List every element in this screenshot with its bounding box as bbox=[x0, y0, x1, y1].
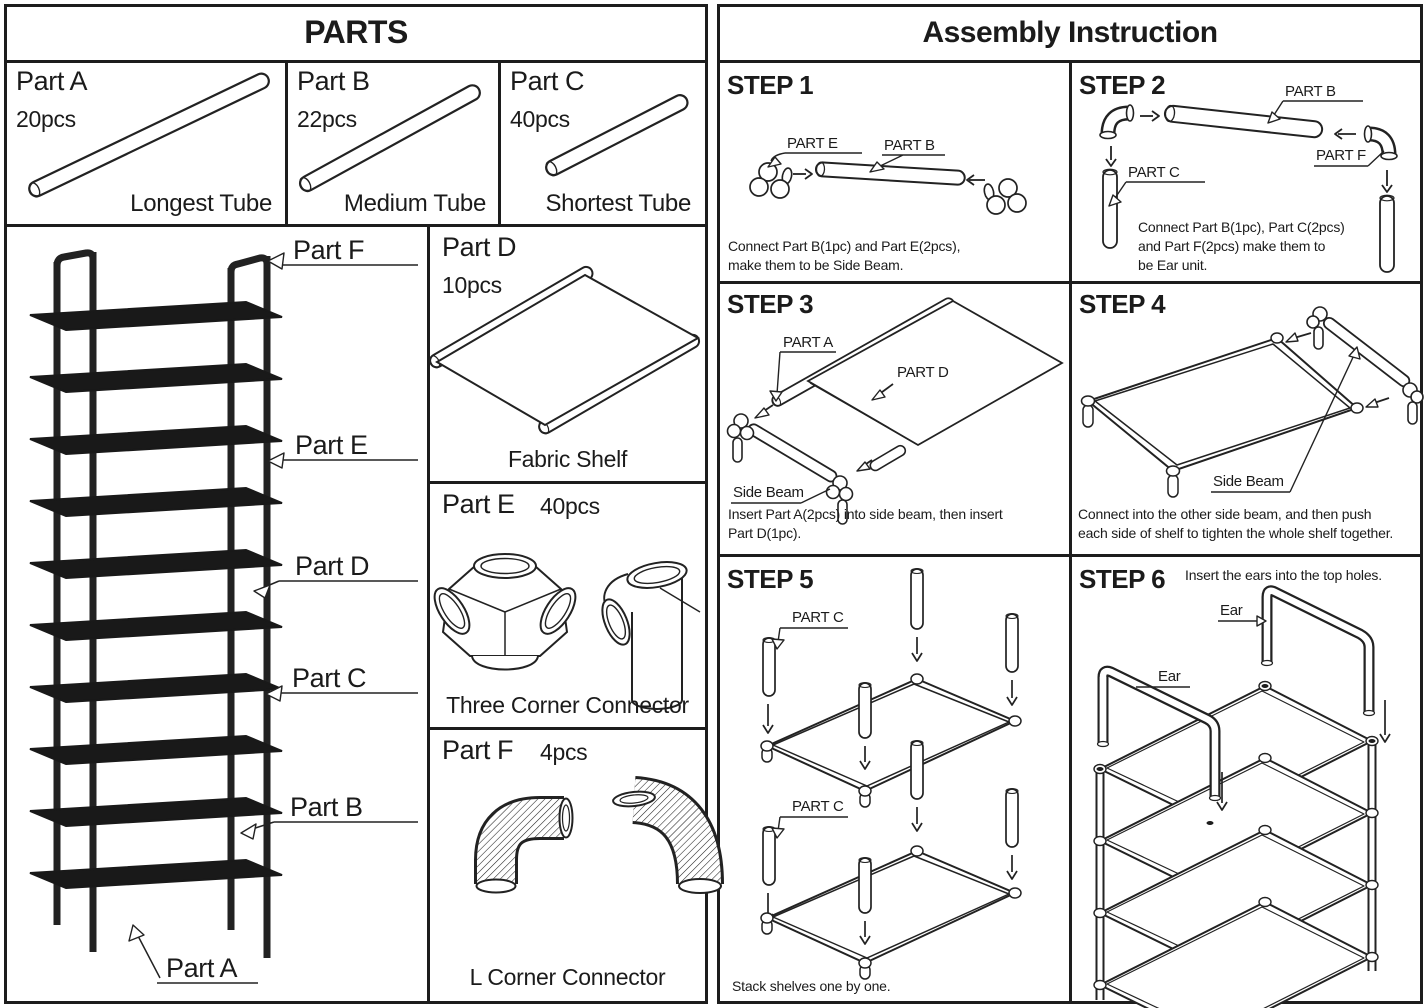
step2-caption: Connect Part B(1pc), Part C(2pcs) and Pa… bbox=[1138, 219, 1345, 273]
divider bbox=[4, 224, 708, 227]
part-f-name: Part F bbox=[442, 735, 514, 765]
rack-label-part-e: Part E bbox=[267, 430, 418, 469]
step4-title: STEP 4 bbox=[1079, 289, 1166, 319]
step1-part-b-label: PART B bbox=[884, 137, 935, 154]
step5-diagram: PART C PART C bbox=[760, 567, 1022, 980]
assembly-panel-title: Assembly Instruction bbox=[922, 16, 1218, 49]
step5-caption: Stack shelves one by one. bbox=[732, 978, 891, 994]
step6-title: STEP 6 bbox=[1079, 564, 1166, 594]
part-c-label: Part C bbox=[292, 663, 366, 693]
step2-title: STEP 2 bbox=[1079, 70, 1166, 100]
part-a-qty: 20pcs bbox=[16, 106, 76, 132]
divider bbox=[427, 481, 708, 484]
step1-part-e-label: PART E bbox=[787, 135, 838, 152]
step6-ear-label-left: Ear bbox=[1158, 668, 1181, 685]
parts-panel-border bbox=[4, 4, 708, 1004]
step4-diagram: Side Beam bbox=[1080, 306, 1424, 498]
step2-diagram: PART B PART C PART F bbox=[1099, 83, 1398, 273]
rack-label-part-c: Part C bbox=[265, 663, 418, 702]
part-c-caption: Shortest Tube bbox=[545, 190, 691, 217]
part-f-label: Part F bbox=[293, 235, 364, 265]
divider bbox=[427, 224, 430, 1004]
three-corner-connector-drawing bbox=[433, 553, 701, 710]
step6-ear-label-right: Ear bbox=[1220, 602, 1243, 619]
part-d-caption: Fabric Shelf bbox=[507, 446, 628, 472]
step5-part-c-label-top: PART C bbox=[792, 609, 844, 626]
rack-label-part-f: Part F bbox=[267, 235, 418, 270]
part-c-qty: 40pcs bbox=[510, 106, 570, 132]
divider bbox=[427, 727, 708, 730]
part-a-name: Part A bbox=[16, 66, 88, 96]
step1-title: STEP 1 bbox=[727, 70, 814, 100]
parts-panel-title: PARTS bbox=[304, 14, 408, 50]
part-e-qty: 40pcs bbox=[540, 493, 600, 519]
step5-part-c-label-bottom: PART C bbox=[792, 798, 844, 815]
part-e-name: Part E bbox=[442, 489, 515, 519]
part-d-qty: 10pcs bbox=[442, 272, 502, 298]
fabric-shelf-drawing bbox=[429, 265, 701, 435]
part-d-name: Part D bbox=[442, 232, 517, 262]
step1-diagram: PART E PART B bbox=[749, 135, 1027, 215]
step5-title: STEP 5 bbox=[727, 564, 814, 594]
part-a-tube-drawing bbox=[28, 72, 270, 198]
part-a-label: Part A bbox=[166, 953, 238, 983]
part-c-name: Part C bbox=[510, 66, 585, 96]
step2-part-b-label: PART B bbox=[1285, 83, 1336, 100]
divider bbox=[285, 60, 288, 227]
part-e-label: Part E bbox=[295, 430, 368, 460]
divider bbox=[498, 60, 501, 227]
step3-title: STEP 3 bbox=[727, 289, 814, 319]
step3-part-a-label: PART A bbox=[783, 334, 833, 351]
part-f-qty: 4pcs bbox=[540, 739, 588, 765]
step3-caption: Insert Part A(2pcs) into side beam, then… bbox=[728, 506, 1003, 541]
rack-label-part-d: Part D bbox=[253, 551, 418, 599]
step3-side-beam-label: Side Beam bbox=[733, 484, 804, 501]
part-d-label: Part D bbox=[295, 551, 369, 581]
step3-part-d-label: PART D bbox=[897, 364, 949, 381]
rack-illustration: Part F Part E Part D Part C Part B Part … bbox=[29, 235, 418, 984]
part-b-label: Part B bbox=[290, 792, 363, 822]
step3-diagram: PART A PART D Side Beam bbox=[726, 297, 1064, 525]
rack-label-part-a: Part A bbox=[128, 924, 258, 984]
part-f-caption: L Corner Connector bbox=[469, 964, 666, 990]
step2-part-f-label: PART F bbox=[1316, 147, 1366, 164]
l-corner-connector-drawing bbox=[474, 776, 724, 894]
part-e-caption: Three Corner Connector bbox=[446, 692, 689, 718]
part-b-tube-drawing bbox=[298, 84, 481, 193]
step4-caption: Connect into the other side beam, and th… bbox=[1078, 506, 1394, 541]
step2-part-c-label: PART C bbox=[1128, 164, 1180, 181]
part-b-name: Part B bbox=[297, 66, 370, 96]
step1-caption: Connect Part B(1pc) and Part E(2pcs), ma… bbox=[728, 238, 961, 273]
step6-caption: Insert the ears into the top holes. bbox=[1185, 567, 1382, 583]
part-a-caption: Longest Tube bbox=[130, 190, 272, 217]
divider bbox=[1069, 60, 1072, 1004]
rack-label-part-b: Part B bbox=[240, 792, 418, 840]
part-b-qty: 22pcs bbox=[297, 106, 357, 132]
part-c-tube-drawing bbox=[545, 94, 689, 177]
step4-side-beam-label: Side Beam bbox=[1213, 473, 1284, 490]
divider bbox=[4, 60, 708, 63]
step6-diagram: Ear Ear bbox=[1093, 585, 1391, 1008]
part-b-caption: Medium Tube bbox=[343, 190, 486, 217]
